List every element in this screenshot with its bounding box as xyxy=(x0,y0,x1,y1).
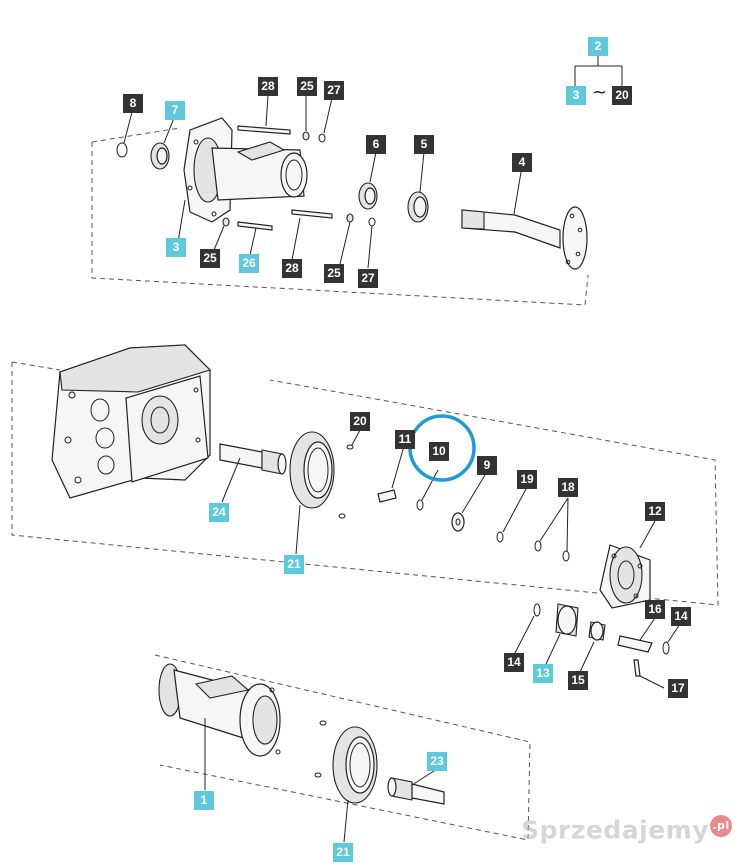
callout-8[interactable]: 8 xyxy=(123,94,143,113)
callout-3[interactable]: 3 xyxy=(166,238,186,257)
callout-17[interactable]: 17 xyxy=(668,679,688,698)
callout-21[interactable]: 21 xyxy=(333,843,353,862)
range-bracket xyxy=(574,55,623,86)
callout-28[interactable]: 28 xyxy=(258,77,278,96)
watermark-badge: .pl xyxy=(710,814,732,837)
callout-3[interactable]: 3 xyxy=(566,86,586,105)
callout-23[interactable]: 23 xyxy=(427,752,447,771)
assembly-boundaries xyxy=(11,127,719,841)
callout-27[interactable]: 27 xyxy=(358,269,378,288)
callout-25[interactable]: 25 xyxy=(200,249,220,268)
callout-10[interactable]: 10 xyxy=(429,442,449,461)
washer-part-9[interactable] xyxy=(451,474,486,532)
bearing-part-6[interactable] xyxy=(358,151,378,210)
gearbox-housing[interactable] xyxy=(51,344,212,499)
planet-carrier-part-12[interactable] xyxy=(599,520,656,609)
circlip-part-19[interactable] xyxy=(496,488,527,543)
callout-25[interactable]: 25 xyxy=(297,77,317,96)
needle-bearing-part-15[interactable] xyxy=(579,621,606,673)
circlip-part-8[interactable] xyxy=(116,111,133,158)
callout-13[interactable]: 13 xyxy=(533,664,553,683)
callout-6[interactable]: 6 xyxy=(366,135,386,154)
planet-pin-part-16[interactable] xyxy=(617,617,656,653)
final-drive-housing-part-1[interactable] xyxy=(158,663,281,790)
callout-18[interactable]: 18 xyxy=(558,478,578,497)
flange-housing-part-3[interactable] xyxy=(177,117,308,243)
seal-part-7[interactable] xyxy=(150,117,175,170)
callout-4[interactable]: 4 xyxy=(512,153,532,172)
washer-part-14-left[interactable] xyxy=(514,603,541,654)
splined-shaft-part-23[interactable] xyxy=(387,770,445,805)
callout-14[interactable]: 14 xyxy=(504,653,524,672)
nut-part-25-top[interactable] xyxy=(302,95,310,141)
callout-9[interactable]: 9 xyxy=(477,456,497,475)
circlip-part-18[interactable] xyxy=(534,497,570,562)
callout-12[interactable]: 12 xyxy=(645,502,665,521)
callout-20[interactable]: 20 xyxy=(350,412,370,431)
circlip-part-10[interactable] xyxy=(416,469,439,511)
callout-26[interactable]: 26 xyxy=(239,254,259,273)
callout-28[interactable]: 28 xyxy=(282,259,302,278)
ring-gear-part-21-middle[interactable] xyxy=(289,431,335,555)
callout-27[interactable]: 27 xyxy=(324,81,344,100)
callout-25[interactable]: 25 xyxy=(324,264,344,283)
pin-part-28-bottom[interactable] xyxy=(291,209,333,261)
nut-part-25-left[interactable] xyxy=(213,217,230,251)
callout-19[interactable]: 19 xyxy=(517,470,537,489)
nut-part-25-right[interactable] xyxy=(339,213,354,265)
washer-part-14-right[interactable] xyxy=(662,623,681,655)
callout-2[interactable]: 2 xyxy=(588,37,608,56)
callout-7[interactable]: 7 xyxy=(165,101,185,120)
ring-part-5[interactable] xyxy=(407,151,429,223)
axle-shaft-part-4[interactable] xyxy=(461,171,588,270)
roll-pin-part-17[interactable] xyxy=(633,659,665,689)
splined-shaft-part-24[interactable] xyxy=(219,443,287,503)
washer-part-27-top[interactable] xyxy=(318,97,333,143)
range-tilde: ~ xyxy=(592,82,608,103)
pin-part-28-top[interactable] xyxy=(237,94,291,135)
callout-5[interactable]: 5 xyxy=(414,135,434,154)
watermark-text: Sprzedajemy xyxy=(521,815,709,844)
callout-21[interactable]: 21 xyxy=(284,555,304,574)
pin-part-20-middle[interactable] xyxy=(338,429,361,519)
watermark: Sprzedajemy.pl xyxy=(521,814,732,844)
washer-part-27-bottom[interactable] xyxy=(367,217,376,269)
callout-14[interactable]: 14 xyxy=(671,607,691,626)
callout-11[interactable]: 11 xyxy=(395,430,415,449)
ring-gear-part-21-bottom[interactable] xyxy=(332,726,378,843)
callout-24[interactable]: 24 xyxy=(209,503,229,522)
bolt-part-11[interactable] xyxy=(377,445,405,503)
callout-20[interactable]: 20 xyxy=(612,86,632,105)
callout-15[interactable]: 15 xyxy=(568,671,588,690)
bolt-part-26[interactable] xyxy=(237,221,273,256)
callout-1[interactable]: 1 xyxy=(194,791,214,810)
callout-16[interactable]: 16 xyxy=(645,600,665,619)
planet-gear-part-13[interactable] xyxy=(545,603,579,665)
pin-part-20-bottom[interactable] xyxy=(314,720,327,778)
